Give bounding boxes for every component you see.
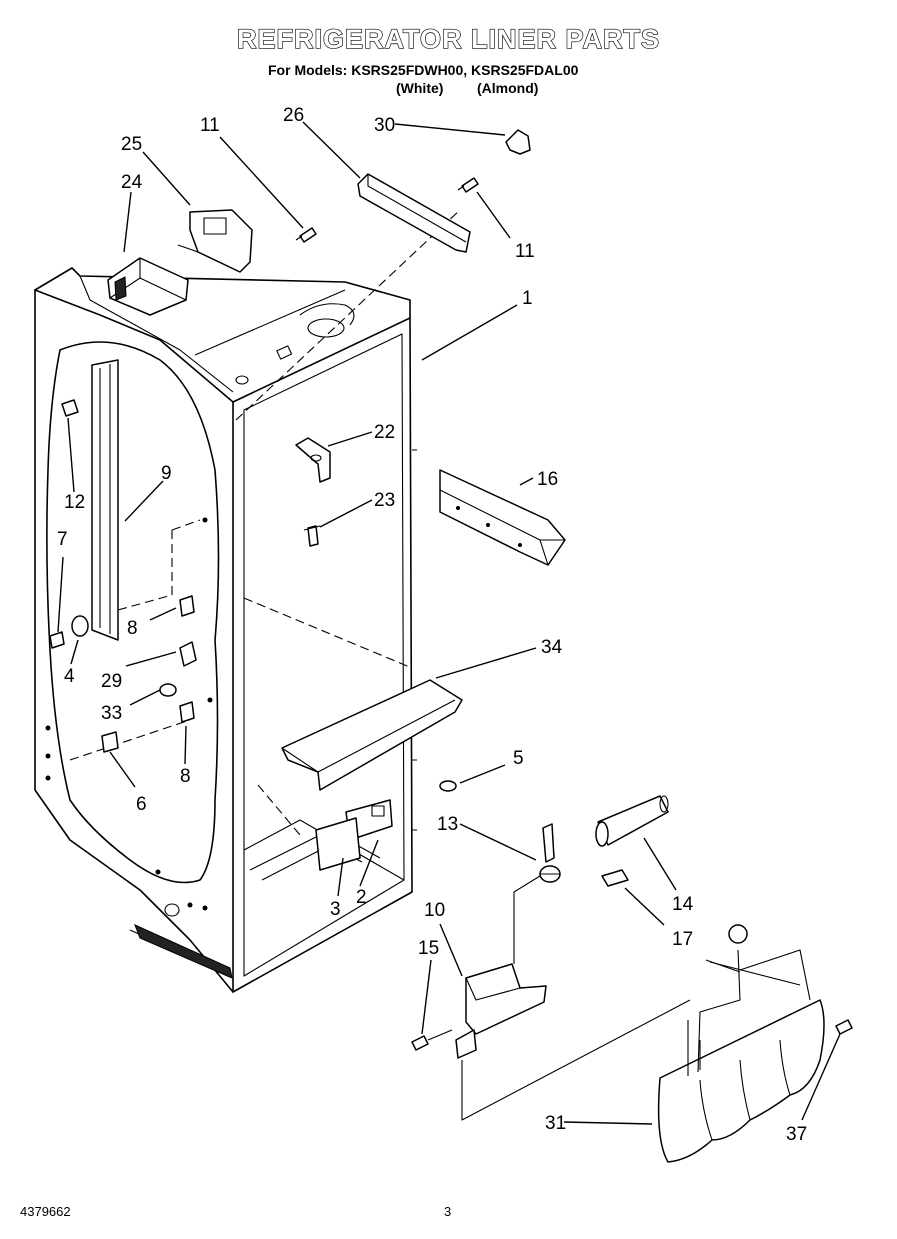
callout-11-right: 11	[515, 241, 535, 262]
part-11-screw-a	[295, 227, 317, 243]
part-26-channel	[357, 173, 471, 253]
part-11-screw-b	[457, 177, 479, 193]
callout-26: 26	[283, 105, 304, 126]
callout-37: 37	[786, 1124, 807, 1145]
callout-arrows	[57, 121, 841, 1125]
part-17-clip	[601, 869, 629, 887]
callout-14: 14	[672, 894, 694, 915]
callout-24: 24	[121, 172, 143, 193]
part-7-screw	[49, 631, 65, 649]
callout-10: 10	[424, 900, 445, 921]
callout-17: 17	[672, 929, 693, 950]
part-33-bulb	[159, 683, 177, 697]
callout-15: 15	[418, 938, 439, 959]
callout-31: 31	[545, 1113, 566, 1134]
part-24-housing	[107, 257, 189, 316]
callout-12: 12	[64, 492, 85, 513]
page-title: REFRIGERATOR LINER PARTS	[236, 23, 660, 54]
callout-7: 7	[57, 529, 68, 550]
part-8-fastener-b	[179, 701, 195, 723]
callout-33: 33	[101, 703, 122, 724]
part-30-clip	[505, 129, 531, 155]
part-3-bracket	[315, 817, 361, 871]
callout-34: 34	[541, 637, 563, 658]
callout-1: 1	[522, 288, 533, 309]
callout-22: 22	[374, 422, 395, 443]
part-6-fastener	[101, 731, 119, 753]
variant-almond: (Almond)	[477, 80, 539, 96]
models-line: For Models: KSRS25FDWH00, KSRS25FDAL00	[268, 62, 579, 78]
part-25-bracket	[177, 209, 253, 273]
callout-16: 16	[537, 469, 558, 490]
part-8-fastener-a	[179, 595, 195, 617]
callout-25: 25	[121, 134, 142, 155]
callout-29: 29	[101, 671, 122, 692]
page-number: 3	[444, 1204, 452, 1219]
callout-8-lower: 8	[180, 766, 191, 787]
callout-labels: 30 26 11 25 24 11 1 22 23 16 9 12 7 8 4 …	[57, 105, 807, 1145]
refrigerator-liner	[34, 209, 461, 993]
part-34-cover	[281, 679, 463, 791]
part-12-screw	[61, 399, 79, 417]
callout-5: 5	[513, 748, 524, 769]
callout-11-top: 11	[200, 115, 220, 136]
callout-2: 2	[356, 887, 367, 908]
callout-23: 23	[374, 490, 395, 511]
part-23-screw	[303, 525, 321, 547]
callout-9: 9	[161, 463, 172, 484]
callout-13: 13	[437, 814, 458, 835]
callout-3: 3	[330, 899, 341, 920]
part-29-fitting	[179, 641, 197, 667]
callout-8-upper: 8	[127, 618, 138, 639]
part-10-housing	[455, 963, 547, 1059]
part-16-cover	[439, 469, 566, 566]
doc-number: 4379662	[20, 1204, 71, 1219]
part-14-filter	[595, 795, 669, 847]
variant-white: (White)	[396, 80, 444, 96]
callout-6: 6	[136, 794, 147, 815]
part-4-bearing	[71, 615, 89, 637]
part-22-bracket	[295, 437, 331, 483]
callout-30: 30	[374, 115, 395, 136]
part-15-screw	[411, 1029, 453, 1051]
part-37-screw	[835, 1019, 853, 1035]
callout-4: 4	[64, 666, 75, 687]
part-31-heater	[657, 924, 825, 1163]
part-5-clip	[439, 780, 457, 792]
part-13-fitting	[539, 823, 561, 883]
